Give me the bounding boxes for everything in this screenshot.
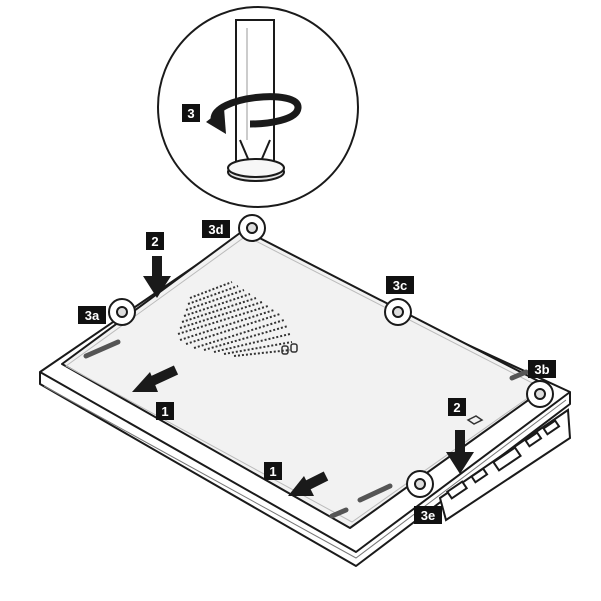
- screw-3d: [238, 214, 266, 242]
- vent-grille: [177, 281, 293, 357]
- label-step-2-left: 2: [146, 232, 164, 250]
- slide-arrow-icon: [132, 365, 179, 392]
- label-step-3b: 3b: [528, 360, 556, 378]
- label-step-1-left: 1: [156, 402, 174, 420]
- label-step-3d-text: 3d: [208, 222, 223, 237]
- slide-arrow-icon: [288, 471, 329, 496]
- label-step-3b-text: 3b: [534, 362, 549, 377]
- label-step-3-text: 3: [187, 106, 194, 121]
- screw-3e: [406, 470, 434, 498]
- label-step-3c: 3c: [386, 276, 414, 294]
- label-step-1-left-text: 1: [161, 404, 168, 419]
- label-step-3d: 3d: [202, 220, 230, 238]
- label-step-3a: 3a: [78, 306, 106, 324]
- label-step-3: 3: [182, 104, 200, 122]
- side-ports: [438, 408, 572, 522]
- label-step-3e: 3e: [414, 506, 442, 524]
- label-step-1-right: 1: [264, 462, 282, 480]
- screw-3c: [384, 298, 412, 326]
- callout-labels: 3 3d 2 3c 3a 3b 1 2: [78, 104, 556, 524]
- screwdriver-detail: [157, 6, 359, 208]
- rotate-arrow-icon: [210, 93, 302, 128]
- screw-3b: [526, 380, 554, 408]
- rubber-foot: [329, 507, 349, 519]
- label-step-2-left-text: 2: [151, 234, 158, 249]
- screw-markers: [108, 214, 554, 498]
- label-step-3a-text: 3a: [85, 308, 100, 323]
- panel-marks: [281, 343, 484, 425]
- screw-3a: [108, 298, 136, 326]
- press-down-arrow-icon: [143, 256, 171, 298]
- rubber-foot: [357, 483, 393, 503]
- arrows: [132, 256, 474, 496]
- press-down-arrow-icon: [446, 430, 474, 474]
- rubber-foot: [509, 369, 529, 381]
- label-step-3e-text: 3e: [421, 508, 435, 523]
- label-step-1-right-text: 1: [269, 464, 276, 479]
- laptop-base: [39, 229, 572, 567]
- label-step-2-right-text: 2: [453, 400, 460, 415]
- label-step-2-right: 2: [448, 398, 466, 416]
- rubber-foot: [83, 339, 121, 359]
- label-step-3c-text: 3c: [393, 278, 407, 293]
